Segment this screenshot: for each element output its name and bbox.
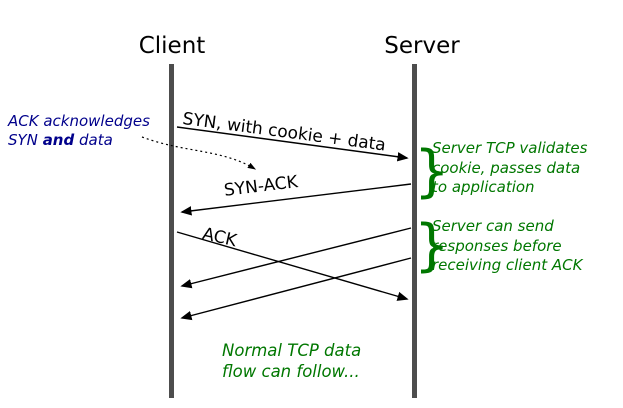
server-validates-line2: cookie, passes data — [432, 158, 581, 177]
ack-note-line2: SYN and data — [8, 131, 150, 150]
server-validates-line3: to application — [432, 178, 535, 196]
server-label: Server — [384, 33, 460, 59]
ack-note-pointer-arrow — [141, 136, 257, 170]
normal-flow-note: Normal TCP data flow can follow... — [222, 340, 361, 383]
server-response-arrow-2 — [180, 257, 412, 321]
ack-note-line2-pre: SYN — [8, 130, 43, 149]
server-responses-line1: Server can send — [432, 217, 554, 235]
normal-flow-line2: flow can follow... — [222, 362, 360, 382]
ack-arrow — [176, 231, 409, 301]
server-response-arrow-1 — [180, 227, 412, 289]
brace-validates-icon: } — [414, 139, 450, 204]
client-label: Client — [138, 33, 206, 59]
ack-note-line1: ACK acknowledges — [8, 112, 150, 130]
server-responses-note: Server can send responses before receivi… — [432, 217, 582, 276]
server-responses-line3: receiving client ACK — [432, 256, 583, 274]
brace-responses-icon: } — [414, 213, 450, 278]
ack-note: ACK acknowledges SYN and data — [8, 112, 150, 150]
server-validates-line1: Server TCP validates — [432, 139, 588, 157]
server-validates-note: Server TCP validates cookie, passes data… — [432, 139, 587, 198]
server-responses-line2: responses before — [432, 236, 562, 255]
syn-ack-arrow — [180, 183, 412, 216]
ack-note-line2-post: data — [74, 130, 113, 149]
server-lifeline — [412, 64, 417, 398]
ack-note-line2-bold: and — [42, 130, 75, 149]
syn-arrow — [176, 126, 409, 162]
client-lifeline — [169, 64, 174, 398]
normal-flow-line1: Normal TCP data — [222, 341, 362, 360]
